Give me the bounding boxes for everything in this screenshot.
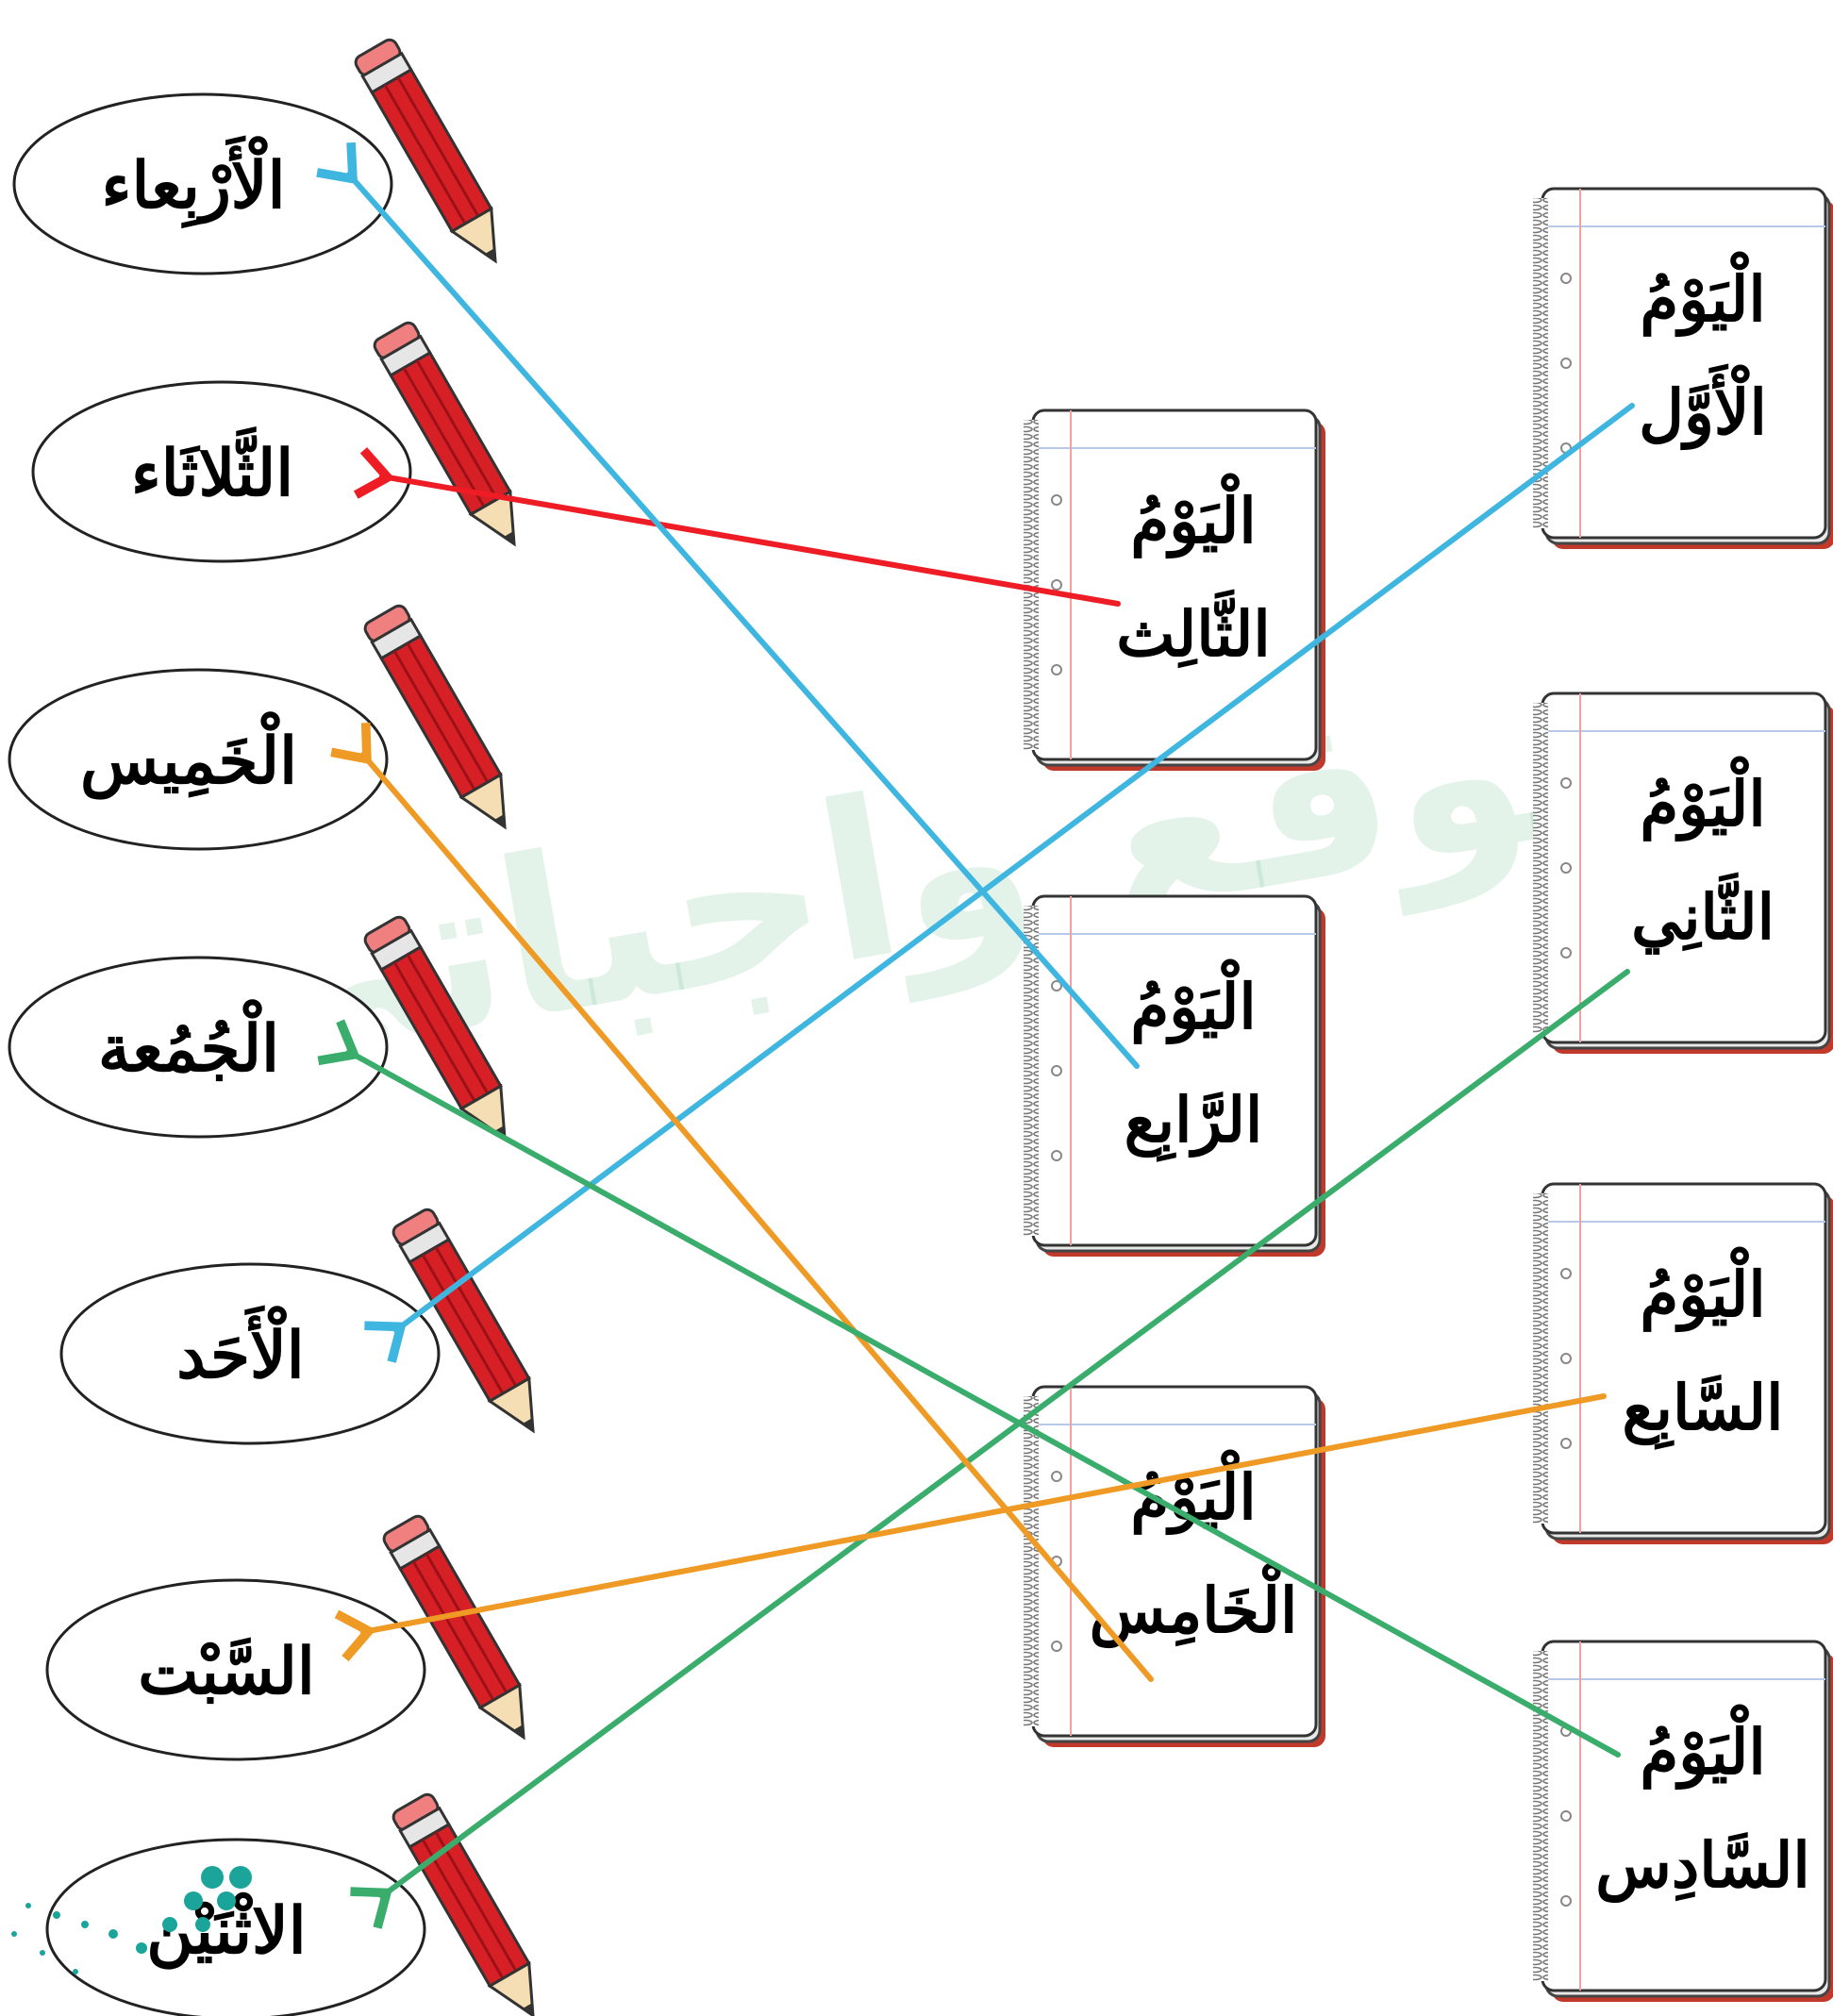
day-ellipse	[12, 92, 393, 275]
day-option-tue[interactable]: الثَّلاثَاء	[31, 318, 536, 563]
notebook-line1: الْيَوْمُ	[1640, 251, 1765, 338]
day-label: الْخَمِيس	[80, 711, 297, 800]
notebook-icon	[1022, 894, 1327, 1258]
notebook-icon	[1531, 1640, 1833, 2004]
notebook-card-d7[interactable]: الْيَوْمُ السَّابِع	[1531, 1182, 1833, 1546]
day-ellipse	[59, 1262, 441, 1445]
connection-line-d3-tue	[382, 476, 1121, 607]
notebook-line1: الْيَوْمُ	[1130, 473, 1256, 559]
notebook-line2: الثَّانِي	[1631, 872, 1775, 956]
notebook-line2: الثَّالِث	[1116, 589, 1270, 671]
notebook-line1: الْيَوْمُ	[1640, 1246, 1765, 1333]
notebook-icon	[1531, 1182, 1833, 1546]
day-option-mon[interactable]: الاثْنَيْن	[45, 1790, 555, 2016]
notebook-line2: السَّابِع	[1623, 1371, 1784, 1450]
day-ellipse	[8, 668, 389, 851]
connection-line-d2-mon	[382, 969, 1630, 1896]
notebook-line1: الْيَوْمُ	[1640, 756, 1765, 842]
notebook-line1: الْيَوْمُ	[1130, 958, 1256, 1045]
notebook-card-d5[interactable]: الْيَوْمُالْخَامِس	[1022, 1385, 1327, 1749]
pencil-icon	[360, 601, 526, 841]
day-option-sun[interactable]: الْأَحَد	[59, 1205, 555, 1445]
day-option-thu[interactable]: الْخَمِيس	[8, 601, 526, 851]
day-option-wed[interactable]: الْأَرْبِعاء	[12, 35, 517, 275]
notebook-card-d4[interactable]: الْيَوْمُ الرَّابِع	[1022, 894, 1327, 1258]
notebook-card-d3[interactable]: الْيَوْمُ الثَّالِث	[1022, 408, 1327, 773]
day-ellipse	[31, 380, 412, 563]
day-option-sat[interactable]: السَّبْت	[45, 1511, 545, 1761]
day-ellipse	[45, 1578, 426, 1761]
notebook-card-d1[interactable]: الْيَوْمُ الْأَوَّل	[1531, 187, 1833, 551]
day-label: الْأَرْبِعاء	[102, 135, 286, 229]
notebook-icon	[1531, 691, 1833, 1056]
notebook-line2: الْخَامِس	[1090, 1562, 1298, 1649]
day-label: الْأَحَد	[176, 1305, 304, 1393]
notebook-card-d2[interactable]: الْيَوْمُ الثَّانِي	[1531, 691, 1833, 1056]
day-label: الْجُمُعة	[98, 999, 279, 1087]
day-label: الثَّلاثَاء	[131, 426, 293, 511]
connection-line-d6-fri	[349, 1052, 1621, 1758]
notebook-card-d6[interactable]: الْيَوْمُ السَّادِس	[1531, 1640, 1833, 2004]
notebook-line2: السَّادِس	[1595, 1828, 1809, 1904]
connection-line-d1-sun	[396, 403, 1635, 1330]
notebook-line2: الرَّابِع	[1125, 1083, 1263, 1162]
notebook-icon	[1022, 408, 1327, 773]
ministry-logo-dots	[11, 1866, 252, 1974]
connection-line-d7-sat	[363, 1393, 1607, 1632]
day-option-fri[interactable]: الْجُمُعة	[8, 912, 526, 1152]
connection-line-d5-thu	[363, 755, 1154, 1682]
notebook-line1: الْيَوْمُ	[1640, 1704, 1765, 1791]
notebook-icon	[1531, 187, 1833, 551]
connection-line-d4-wed	[349, 175, 1140, 1069]
day-ellipse	[8, 956, 389, 1139]
notebook-line2: الْأَوَّل	[1639, 363, 1767, 451]
day-label: السَّبْت	[138, 1634, 315, 1709]
day-ellipse	[45, 1838, 426, 2016]
